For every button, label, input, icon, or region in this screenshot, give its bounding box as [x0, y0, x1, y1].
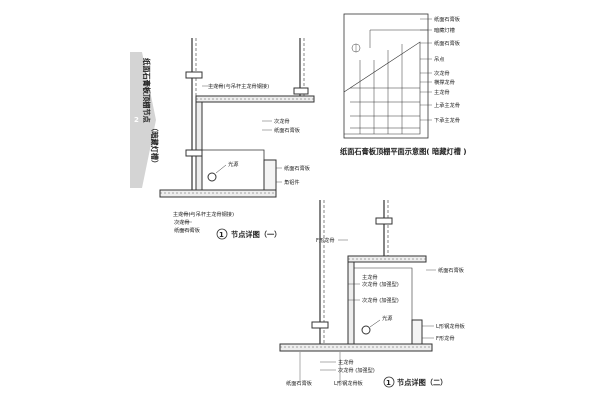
d2-label-gypsum-b: 纸面石膏板 — [286, 379, 313, 387]
d1-caption: 节点详图（一） — [231, 230, 281, 239]
side-tab-title: 纸面石膏板顶棚节点 — [142, 58, 151, 124]
side-tab-subtitle: （暗藏灯槽） — [150, 124, 159, 167]
d2-label-l-angle: L形钢龙骨板 — [436, 322, 466, 330]
plan-label-6: 横撑龙骨 — [434, 78, 455, 86]
d1-label-main-keel: 主龙骨(与吊杆主龙骨钢接) — [208, 82, 269, 90]
d2-label-hanger: F形龙骨 — [316, 236, 335, 244]
plan-label-7: 主龙骨 — [434, 88, 450, 96]
d1-label-gypsum-2: 纸面石膏板 — [174, 226, 201, 234]
plan-label-2: 暗藏灯槽 — [434, 26, 455, 34]
plan-label-3: 纸面石膏板 — [434, 39, 461, 47]
d2-label-sub-keel-add: 次龙骨 (加强型) — [362, 280, 399, 288]
side-tab: 2 纸面石膏板顶棚节点 （暗藏灯槽） — [130, 52, 159, 188]
d2-label-l-angle-b: L形钢龙骨板 — [334, 379, 364, 387]
d1-label-gypsum: 纸面石膏板 — [274, 126, 301, 134]
d2-label-main-keel: 主龙骨 — [362, 273, 378, 281]
d1-label-lamp: 光源 — [228, 160, 239, 168]
plan-caption: 纸面石膏板顶棚平面示意图( 暗藏灯槽 ) — [340, 147, 467, 156]
d2-label-f-keel: F形龙骨 — [436, 334, 455, 342]
d2-caption: 节点详图（二） — [397, 378, 447, 387]
plan-label-4: 吊点 — [434, 56, 444, 63]
plan-label-9: 下承主龙骨 — [434, 116, 460, 124]
d2-label-sub-keel-b: 次龙骨 (加强型) — [338, 366, 375, 374]
detail-1 — [159, 38, 315, 240]
plan-view — [343, 13, 432, 139]
d1-label-sub-keel-2: 次龙骨 — [174, 218, 190, 226]
plan-label-1: 纸面石膏板 — [434, 15, 461, 23]
detail-1-labels: 主龙骨(与吊杆主龙骨钢接) 次龙骨 纸面石膏板 光源 纸面石膏板 角铝件 主龙骨… — [173, 82, 311, 239]
d1-label-sub-keel: 次龙骨 — [274, 117, 290, 125]
d2-caption-number: 1 — [386, 379, 391, 387]
plan-label-8: 上承主龙骨 — [434, 101, 460, 109]
d2-label-lamp: 光源 — [382, 314, 393, 322]
d2-label-sub-keel-add-2: 次龙骨 (加强型) — [362, 296, 399, 304]
d2-label-main-keel-b: 主龙骨 — [338, 358, 354, 366]
d1-label-gypsum-side: 纸面石膏板 — [284, 164, 311, 172]
d1-label-main-keel-2: 主龙骨(与吊杆主龙骨钢接) — [173, 210, 234, 218]
plan-labels: 纸面石膏板 暗藏灯槽 纸面石膏板 吊点 次龙骨 横撑龙骨 主龙骨 上承主龙骨 下… — [340, 15, 467, 156]
plan-label-5: 次龙骨 — [434, 69, 450, 77]
d1-label-corner: 角铝件 — [284, 178, 300, 186]
d2-label-gypsum: 纸面石膏板 — [438, 266, 465, 274]
detail-2-labels: F形龙骨 纸面石膏板 主龙骨 次龙骨 (加强型) 次龙骨 (加强型) 光源 L形… — [286, 236, 466, 387]
detail-2 — [279, 200, 436, 388]
d1-caption-number: 1 — [219, 231, 224, 239]
side-tab-number: 2 — [134, 116, 139, 124]
